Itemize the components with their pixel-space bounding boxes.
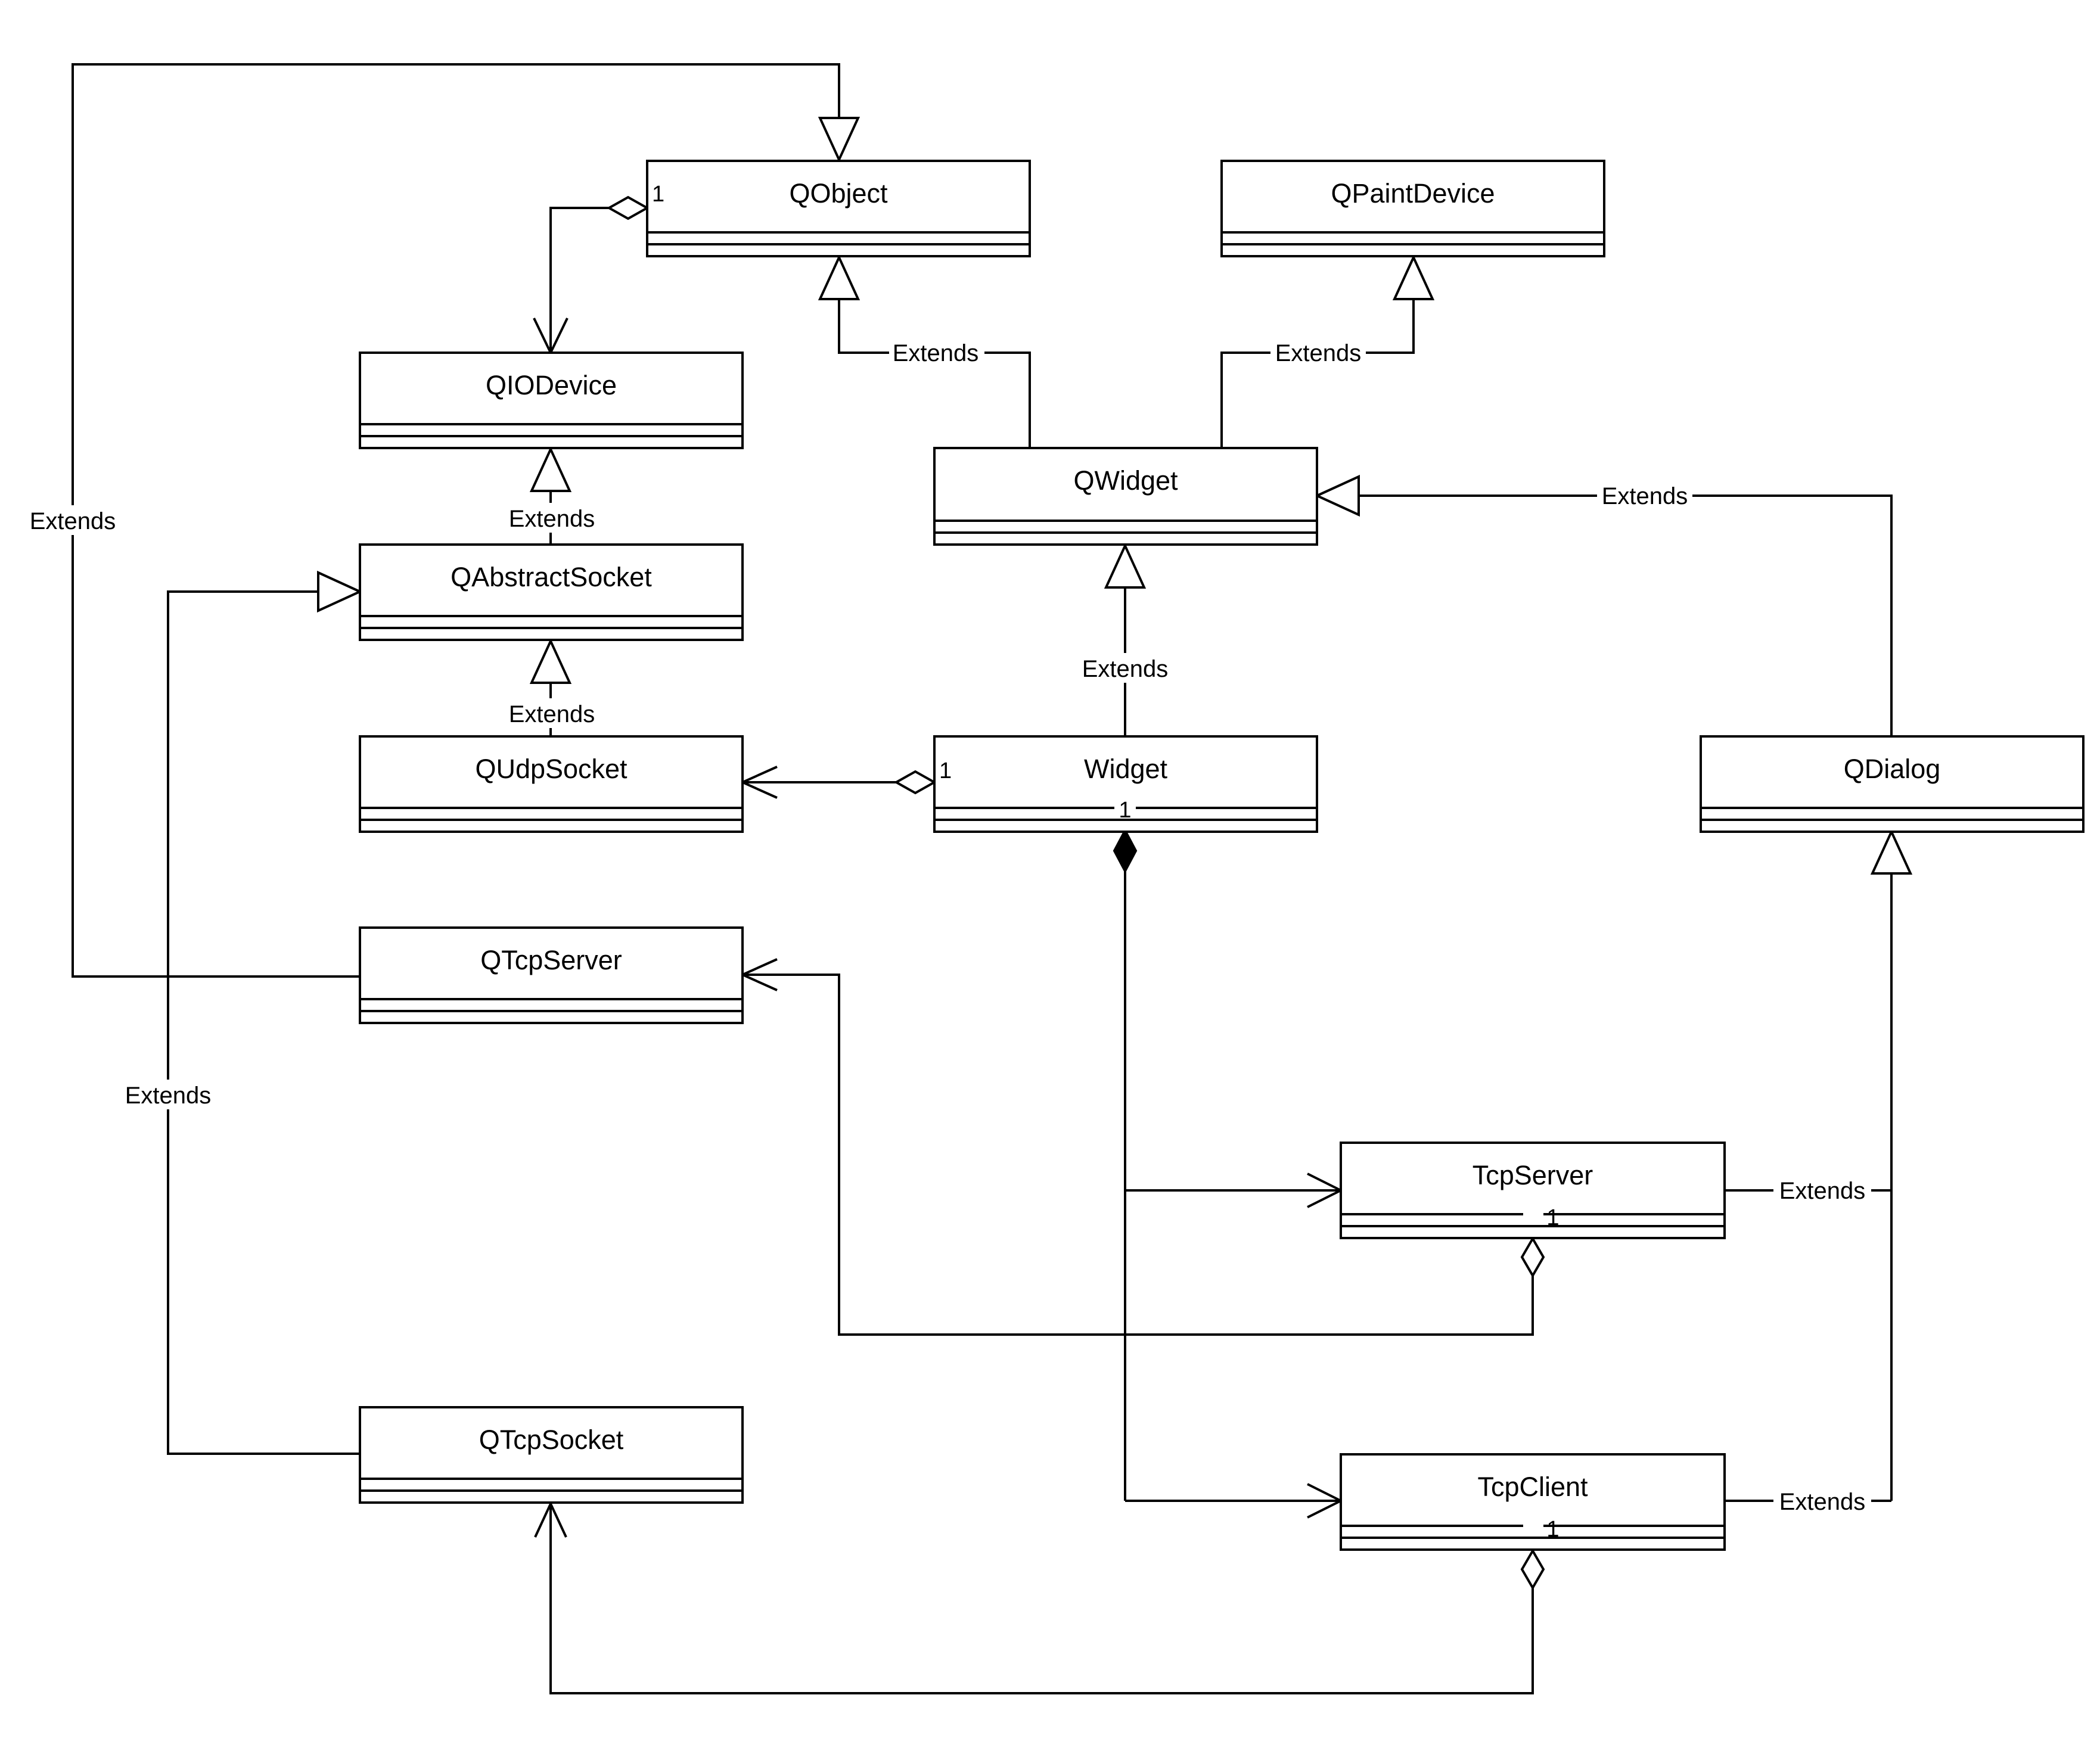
aggregation-diamond [893,770,937,795]
class-name: QDialog [1844,754,1941,784]
label-text: Extends [509,506,595,532]
edge-label-qabstractsocket-extends-qiodevice: Extends [504,503,599,533]
edge-label-widget-extends-qwidget: Extends [1077,653,1173,683]
multiplicity-label: 1 [939,758,952,783]
label-text: Extends [1602,483,1688,509]
generalization-arrowhead [529,638,572,684]
label-text: Extends [893,340,979,366]
class-qabstractsocket[interactable]: QAbstractSocket [359,543,744,641]
edge-label-qtcpserver-extends-qobject: Extends [24,505,122,535]
label-text: Extends [1275,340,1362,366]
class-name: QObject [789,178,888,209]
edge-tcpserver-aggregates-qtcpserver [740,958,1545,1336]
class-name: QIODevice [486,370,617,400]
generalization-arrowhead [1104,543,1147,589]
class-tcpclient[interactable]: TcpClient 1 [1340,1453,1726,1551]
class-name: Widget [1084,754,1168,784]
class-qtcpserver[interactable]: QTcpServer [359,926,744,1024]
edge-label-tcpserver-extends-qdialog: Extends [1773,1175,1871,1205]
class-qdialog[interactable]: QDialog [1700,735,2085,833]
class-name: QAbstractSocket [451,562,652,592]
edge-label-qtcpsocket-extends-qabstractsocket: Extends [119,1080,217,1109]
edge-qdialog-extends-qwidget [1314,474,1893,735]
composition-diamond [1113,828,1138,874]
edge-widget-composes-tcpserver-tcpclient [1113,828,1344,1519]
generalization-arrowhead [1870,829,1913,875]
generalization-arrowhead [818,254,860,300]
class-name: TcpServer [1473,1160,1593,1190]
aggregation-diamond [1520,1236,1545,1278]
class-qpaintdevice[interactable]: QPaintDevice [1220,160,1605,257]
class-qwidget[interactable]: QWidget [933,447,1318,546]
label-text: Extends [1779,1178,1866,1204]
edge-label-tcpclient-extends-qdialog: Extends [1773,1486,1871,1516]
edge-widget-aggregates-qudpsocket [740,766,937,799]
edge-label-qudpsocket-extends-qabstractsocket: Extends [504,698,599,728]
edge-label-qdialog-extends-qwidget: Extends [1597,480,1692,510]
multiplicity-label: 1 [1546,1517,1559,1542]
edge-widget-extends-qwidget [1104,543,1147,735]
edge-label-widget-extends-qpaintdevice: Extends [1270,337,1366,367]
multiplicity-label: 1 [652,182,664,207]
edge-qobject-aggregates-qiodevice [533,195,650,356]
generalization-arrowhead [1392,254,1435,300]
class-name: QPaintDevice [1331,178,1495,209]
class-qobject[interactable]: QObject 1 [646,160,1031,257]
generalization-arrowhead [317,570,363,613]
label-text: Extends [1082,656,1169,682]
edge-tcpserver-tcpclient-extend-qdialog [1725,829,1913,1502]
label-text: Extends [30,508,116,534]
aggregation-diamond [606,195,650,220]
label-text: Extends [509,701,595,727]
class-name: QTcpServer [480,945,622,975]
class-widget[interactable]: Widget 1 1 [933,735,1318,833]
generalization-arrowhead [529,446,572,492]
class-qudpsocket[interactable]: QUdpSocket [359,735,744,833]
class-name: QWidget [1073,465,1178,496]
generalization-arrowhead [1314,474,1360,517]
class-name: TcpClient [1477,1472,1588,1502]
class-qtcpsocket[interactable]: QTcpSocket [359,1406,744,1504]
class-name: QTcpSocket [479,1425,624,1455]
label-text: Extends [125,1083,212,1109]
label-text: Extends [1779,1489,1866,1515]
multiplicity-label: 1 [1119,798,1131,823]
aggregation-diamond [1520,1548,1545,1590]
class-qiodevice[interactable]: QIODevice [359,352,744,449]
class-tcpserver[interactable]: TcpServer 1 [1340,1142,1726,1239]
class-name: QUdpSocket [475,754,627,784]
multiplicity-label: 1 [1546,1205,1559,1230]
edge-label-widget-extends-qobject: Extends [889,337,984,367]
edge-qtcpsocket-extends-qabstractsocket [167,570,363,1455]
generalization-arrowhead [818,117,860,163]
